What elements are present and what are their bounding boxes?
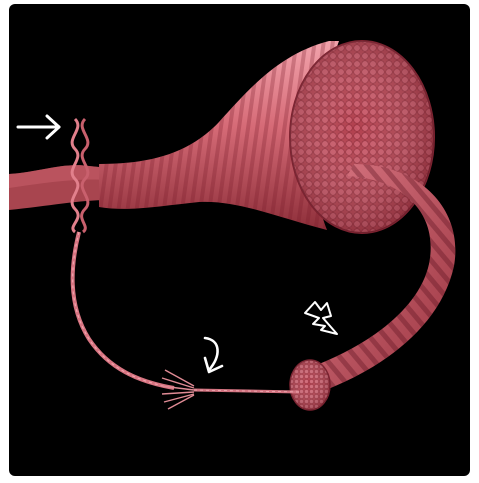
illustration-panel xyxy=(9,4,470,476)
myofilament-fan xyxy=(161,370,299,409)
muscle-anatomy-illustration xyxy=(9,4,470,476)
arrow-outline-zigzag xyxy=(305,302,337,334)
tendon-root xyxy=(9,165,109,210)
fascicle-cross-section xyxy=(290,360,330,410)
arrow-right xyxy=(18,116,59,138)
arrow-down-curved xyxy=(205,338,222,372)
muscle-cross-section xyxy=(290,41,434,233)
